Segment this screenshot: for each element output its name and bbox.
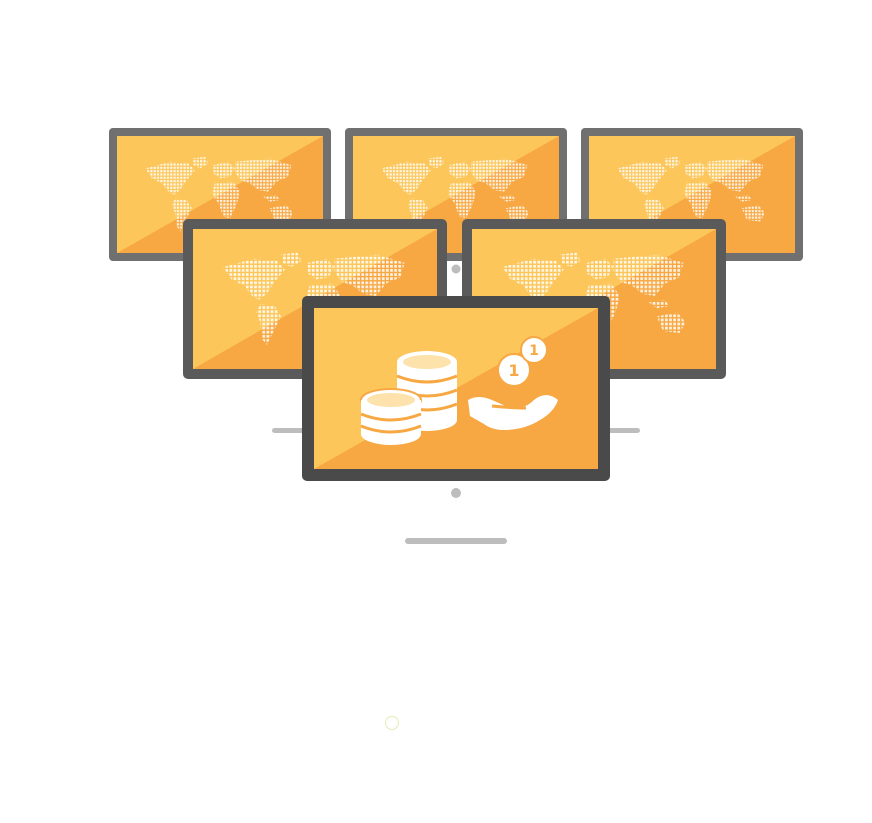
stand-dot-front: [451, 488, 461, 498]
coin-label: 1: [529, 343, 539, 359]
stand-dot: [451, 264, 461, 274]
coin-label: 1: [508, 361, 519, 380]
monitor-front: 1 1: [302, 296, 610, 481]
stand-bar-front: [405, 538, 507, 544]
stand-bar-middle-right: [600, 428, 640, 433]
loading-spinner-icon: [385, 716, 399, 730]
coins-in-hand-icon: [360, 336, 558, 445]
